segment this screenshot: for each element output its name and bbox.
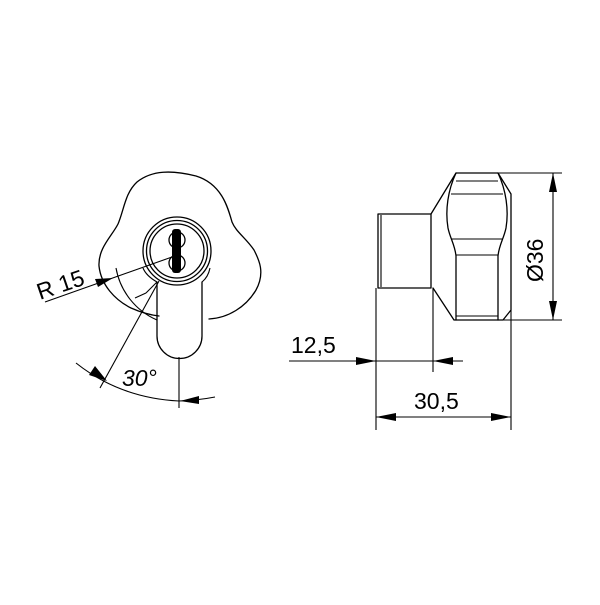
short-arrow-right xyxy=(433,357,453,365)
radius-arrowhead xyxy=(95,278,113,287)
angle-arrowhead-right xyxy=(180,396,199,404)
short-length-label: 12,5 xyxy=(291,332,336,358)
diameter-label: Ø36 xyxy=(522,239,548,282)
knob-outline xyxy=(98,171,262,320)
knob-profile-inner-left xyxy=(446,172,457,321)
angle-arc xyxy=(75,362,216,402)
total-length-label: 30,5 xyxy=(414,388,459,414)
angle-ray-inclined xyxy=(99,280,160,389)
radius-label: R 15 xyxy=(33,264,87,304)
knob-profile-outer xyxy=(430,172,512,321)
cylinder-outer-ring xyxy=(142,216,212,286)
cylinder-inner-ring xyxy=(149,223,205,279)
angle-label: 30° xyxy=(122,365,157,391)
front-view: R 15 30° xyxy=(33,171,262,408)
total-arrow-left xyxy=(376,413,396,421)
cam-shoulder-right xyxy=(201,267,211,283)
cam-sweep-lines xyxy=(134,281,158,299)
cylinder-cam xyxy=(156,281,203,360)
short-arrow-left xyxy=(356,357,376,365)
radius-arc xyxy=(115,267,158,321)
diameter-arrow-bottom xyxy=(549,301,557,320)
cam-shoulder xyxy=(142,267,158,283)
side-view: Ø36 12,5 30,5 xyxy=(289,172,562,430)
key-slot xyxy=(172,229,181,273)
knob-profile-inner-right xyxy=(497,172,508,321)
cylinder-body xyxy=(377,213,432,289)
total-arrow-right xyxy=(491,413,511,421)
cylinder-middle-ring xyxy=(145,219,209,283)
angle-arrowhead-left xyxy=(89,366,107,381)
diameter-arrow-top xyxy=(549,173,557,192)
